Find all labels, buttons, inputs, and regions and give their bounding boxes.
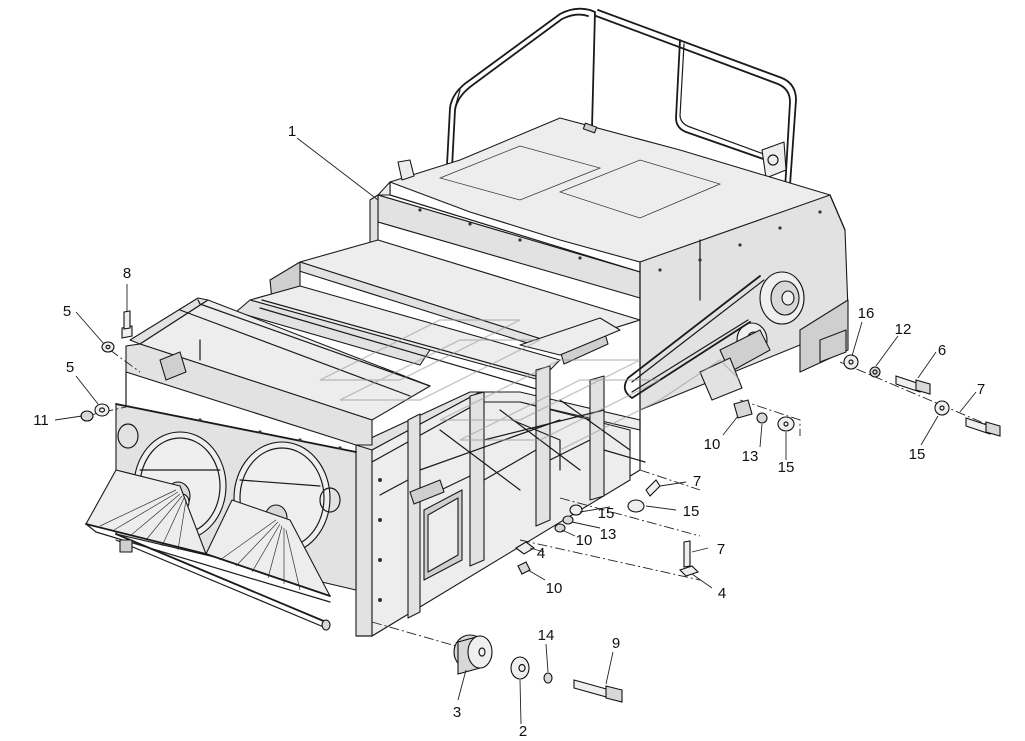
callout-14: 14 — [538, 627, 555, 644]
callout-13b: 13 — [600, 526, 617, 543]
callout-5b: 5 — [66, 359, 74, 376]
callout-1: 1 — [288, 123, 296, 140]
callout-6: 6 — [938, 342, 946, 359]
callout-9: 9 — [612, 635, 620, 652]
guard-rail — [446, 7, 797, 191]
callout-13a: 13 — [742, 448, 759, 465]
fasteners — [80, 310, 1001, 703]
callout-10b: 10 — [576, 532, 593, 549]
callout-15b: 15 — [909, 446, 926, 463]
belt-drive — [623, 271, 805, 401]
frame-assembly — [85, 7, 849, 637]
callout-7a: 7 — [977, 381, 985, 398]
callout-15d: 15 — [683, 503, 700, 520]
leader-lines — [54, 137, 977, 725]
callout-2: 2 — [519, 723, 527, 740]
callout-5a: 5 — [63, 303, 71, 320]
callout-10c: 10 — [546, 580, 563, 597]
callout-3: 3 — [453, 704, 461, 721]
callout-4a: 4 — [537, 545, 545, 562]
callout-7c: 7 — [717, 541, 725, 558]
callout-4b: 4 — [718, 585, 726, 602]
callout-7b: 7 — [693, 473, 701, 490]
perforated-panel — [438, 145, 722, 219]
assembly-axes — [85, 349, 1001, 651]
callout-8: 8 — [123, 265, 131, 282]
callout-labels: 1 2 3 4 4 5 5 6 7 7 7 8 9 10 10 10 11 12… — [33, 123, 985, 740]
callout-12: 12 — [895, 321, 912, 338]
callout-10a: 10 — [704, 436, 721, 453]
callout-15c: 15 — [598, 505, 615, 522]
callout-16: 16 — [858, 305, 875, 322]
callout-11: 11 — [33, 412, 49, 429]
callout-15a: 15 — [778, 459, 795, 476]
